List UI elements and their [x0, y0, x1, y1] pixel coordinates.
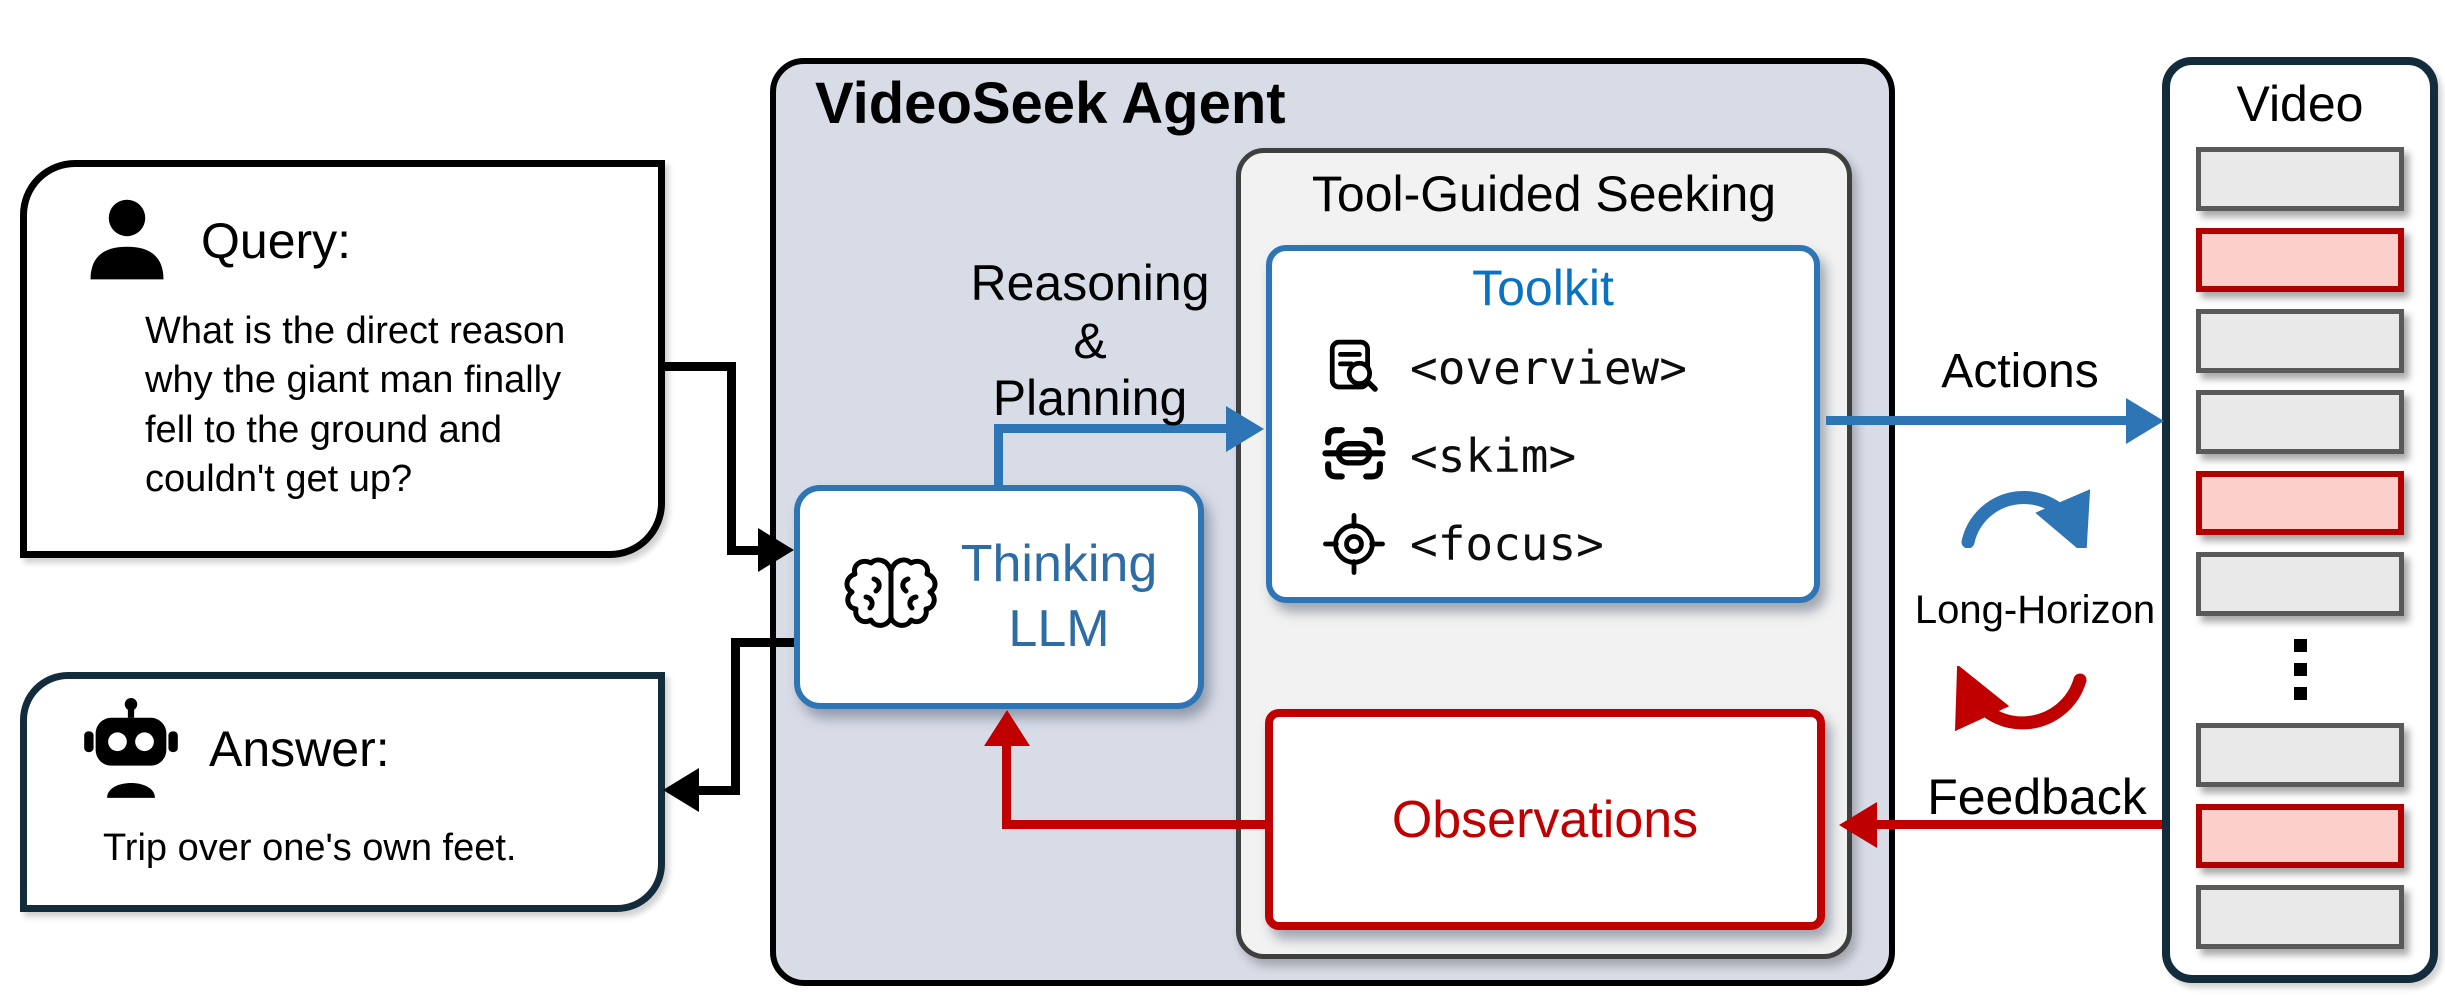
- video-panel: Video: [2162, 57, 2438, 983]
- focus-icon: [1323, 513, 1385, 575]
- planning-arrow: [994, 424, 1226, 433]
- toolkit-items: <overview> <skim>: [1320, 333, 1814, 579]
- video-frame: [2196, 885, 2404, 949]
- llm-to-answer-arrowhead-icon: [663, 768, 699, 812]
- observations-box: Observations: [1265, 709, 1825, 930]
- observations-to-llm-arrowhead-icon: [984, 710, 1030, 746]
- actions-label: Actions: [1941, 345, 2099, 398]
- ellipsis-icon: [2293, 633, 2307, 706]
- reasoning-planning-label: Reasoning & Planning: [970, 255, 1210, 426]
- video-frame-highlighted: [2196, 471, 2404, 535]
- videoseek-agent-title: VideoSeek Agent: [815, 71, 1286, 136]
- toolkit-box: Toolkit <overview>: [1266, 245, 1820, 603]
- toolkit-item: <focus>: [1320, 509, 1814, 579]
- query-to-llm-arrowhead-icon: [758, 528, 794, 572]
- planning-arrow: [994, 428, 1003, 486]
- long-horizon-loop-blue-icon: [1961, 489, 2091, 548]
- overview-icon: [1329, 339, 1378, 392]
- feedback-arrowhead-icon: [1839, 802, 1877, 848]
- thinking-llm-label: Thinking LLM: [960, 535, 1158, 658]
- feedback-arrow: [1874, 820, 2162, 829]
- video-frame-highlighted: [2196, 228, 2404, 292]
- toolkit-item: <skim>: [1320, 421, 1814, 491]
- query-to-llm-arrow: [727, 546, 761, 555]
- query-to-llm-arrow: [660, 362, 735, 371]
- feedback-label: Feedback: [1927, 769, 2147, 825]
- video-frame: [2196, 390, 2404, 454]
- long-horizon-loop-red-icon: [1955, 666, 2087, 732]
- query-title: Query:: [201, 213, 352, 269]
- llm-to-answer-arrow: [697, 786, 740, 795]
- toolkit-item-label: <overview>: [1410, 341, 1687, 395]
- toolkit-item-label: <focus>: [1410, 517, 1604, 571]
- video-frame: [2196, 723, 2404, 787]
- video-frame: [2196, 147, 2404, 211]
- actions-arrowhead-icon: [2126, 398, 2164, 444]
- tool-guided-title: Tool-Guided Seeking: [1311, 166, 1777, 222]
- llm-to-answer-arrow: [731, 638, 794, 647]
- toolkit-item-label: <skim>: [1410, 429, 1577, 483]
- person-icon: [90, 199, 164, 280]
- video-frame-list: [2170, 147, 2430, 949]
- skim-icon: [1322, 427, 1386, 480]
- query-box: Query: What is the direct reason why the…: [20, 160, 665, 558]
- video-frame: [2196, 552, 2404, 616]
- toolkit-item: <overview>: [1320, 333, 1814, 403]
- long-horizon-label: Long-Horizon: [1914, 588, 2156, 632]
- video-frame-highlighted: [2196, 804, 2404, 868]
- toolkit-title: Toolkit: [1472, 260, 1614, 316]
- llm-to-answer-arrow: [731, 638, 740, 790]
- observations-label: Observations: [1391, 790, 1699, 849]
- video-frame: [2196, 309, 2404, 373]
- answer-box: Answer: Trip over one's own feet.: [20, 672, 665, 912]
- observations-to-llm-arrow: [1002, 820, 1265, 829]
- planning-arrowhead-icon: [1226, 406, 1264, 452]
- query-to-llm-arrow: [727, 362, 736, 555]
- actions-arrow: [1826, 416, 2126, 425]
- video-title: Video: [2236, 76, 2364, 132]
- thinking-llm-box: Thinking LLM: [794, 485, 1204, 709]
- answer-body: Trip over one's own feet.: [103, 827, 517, 869]
- robot-icon: [84, 698, 178, 798]
- observations-to-llm-arrow: [1002, 744, 1011, 829]
- brain-icon: [844, 557, 938, 628]
- query-body: What is the direct reason why the giant …: [145, 310, 566, 501]
- answer-title: Answer:: [209, 721, 390, 777]
